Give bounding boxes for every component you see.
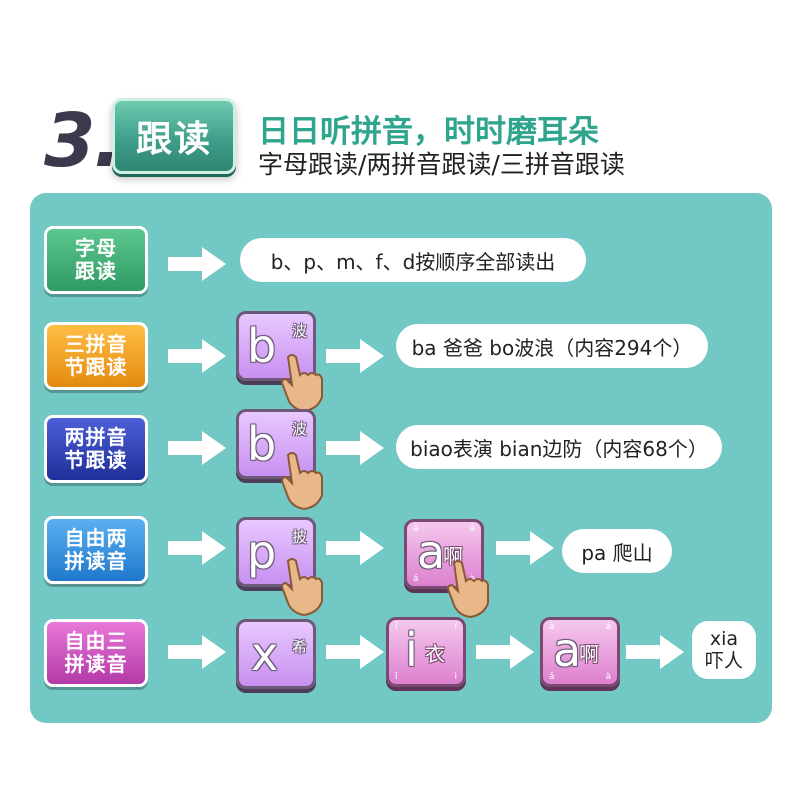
example-pill: xia 吓人 [692,621,756,679]
arrow-icon [326,431,384,465]
arrow-icon [476,635,534,669]
letter-key[interactable]: b 波 [236,311,316,381]
letter-key[interactable]: b 波 [236,409,316,479]
arrow-icon [168,339,226,373]
section-title-badge: 跟读 [112,98,236,174]
section-number: 3. [44,98,122,184]
category-three-syllable: 三拼音节跟读 [44,322,148,390]
example-pill: pa 爬山 [562,529,672,573]
category-free-two: 自由两拼读音 [44,516,148,584]
arrow-icon [626,635,684,669]
arrow-icon [168,431,226,465]
pointing-hand-icon [278,557,326,617]
category-two-syllable: 两拼音节跟读 [44,415,148,483]
example-pill: b、p、m、f、d按顺序全部读出 [240,238,586,282]
category-free-three: 自由三拼读音 [44,619,148,687]
arrow-icon [326,635,384,669]
arrow-icon [168,247,226,281]
pointing-hand-icon [278,451,326,511]
pointing-hand-icon [444,559,492,619]
subtitle: 字母跟读/两拼音跟读/三拼音跟读 [258,150,625,179]
example-pill: biao表演 bian边防（内容68个） [396,425,722,469]
letter-key[interactable]: x 希 [236,619,316,689]
example-pill: ba 爸爸 bo波浪（内容294个） [396,324,708,368]
vowel-key[interactable]: a 啊 ā á ǎ à [540,617,620,687]
arrow-icon [168,531,226,565]
feature-panel: 字母跟读 b、p、m、f、d按顺序全部读出 三拼音节跟读 b 波 ba 爸爸 b… [30,193,772,723]
arrow-icon [326,339,384,373]
arrow-icon [326,531,384,565]
arrow-icon [496,531,554,565]
vowel-key[interactable]: i 衣 ī í ǐ ì [386,617,466,687]
letter-key[interactable]: p 披 [236,517,316,587]
slogan: 日日听拼音，时时磨耳朵 [258,114,599,150]
arrow-icon [168,635,226,669]
category-letter-reading: 字母跟读 [44,226,148,294]
pointing-hand-icon [278,353,326,413]
